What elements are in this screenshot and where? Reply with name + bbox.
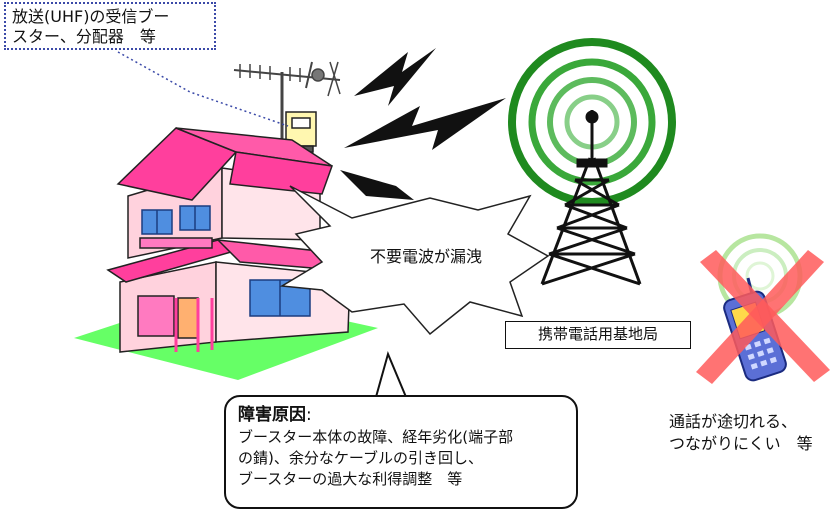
cause-line: の錆)、余分なケーブルの引き回し、 — [238, 449, 483, 467]
cause-line: ブースター本体の故障、経年劣化(端子部 — [238, 428, 514, 446]
phone-effect-line2: つながりにくい 等 — [669, 434, 813, 453]
base-station-tower-icon — [540, 110, 642, 286]
leak-burst — [279, 185, 550, 336]
leak-label: 不要電波が漏洩 — [370, 247, 483, 266]
no-signal-cross-icon — [696, 250, 830, 384]
cause-title-colon: : — [306, 405, 312, 425]
booster-leader-line — [117, 51, 289, 127]
station-label: 携帯電話用基地局 — [505, 321, 691, 349]
house-icon — [106, 61, 362, 353]
phone-effect-line1: 通話が途切れる、 — [669, 412, 798, 431]
cause-title-row: 障害原因: — [238, 403, 564, 427]
phone-effect: 通話が途切れる、 つながりにくい 等 — [669, 411, 813, 455]
cause-line: ブースターの過大な利得調整 等 — [238, 470, 463, 488]
booster-note-line1: 放送(UHF)の受信ブー — [12, 7, 170, 26]
booster-note: 放送(UHF)の受信ブー スター、分配器 等 — [4, 2, 216, 50]
cause-callout-tail — [374, 350, 408, 398]
booster-note-line2: スター、分配器 等 — [12, 27, 156, 46]
cause-box: 障害原因: ブースター本体の故障、経年劣化(端子部 の錆)、余分なケーブルの引き… — [224, 395, 578, 509]
cause-title: 障害原因 — [238, 405, 306, 425]
radio-wave-bolt-icon — [340, 48, 506, 200]
